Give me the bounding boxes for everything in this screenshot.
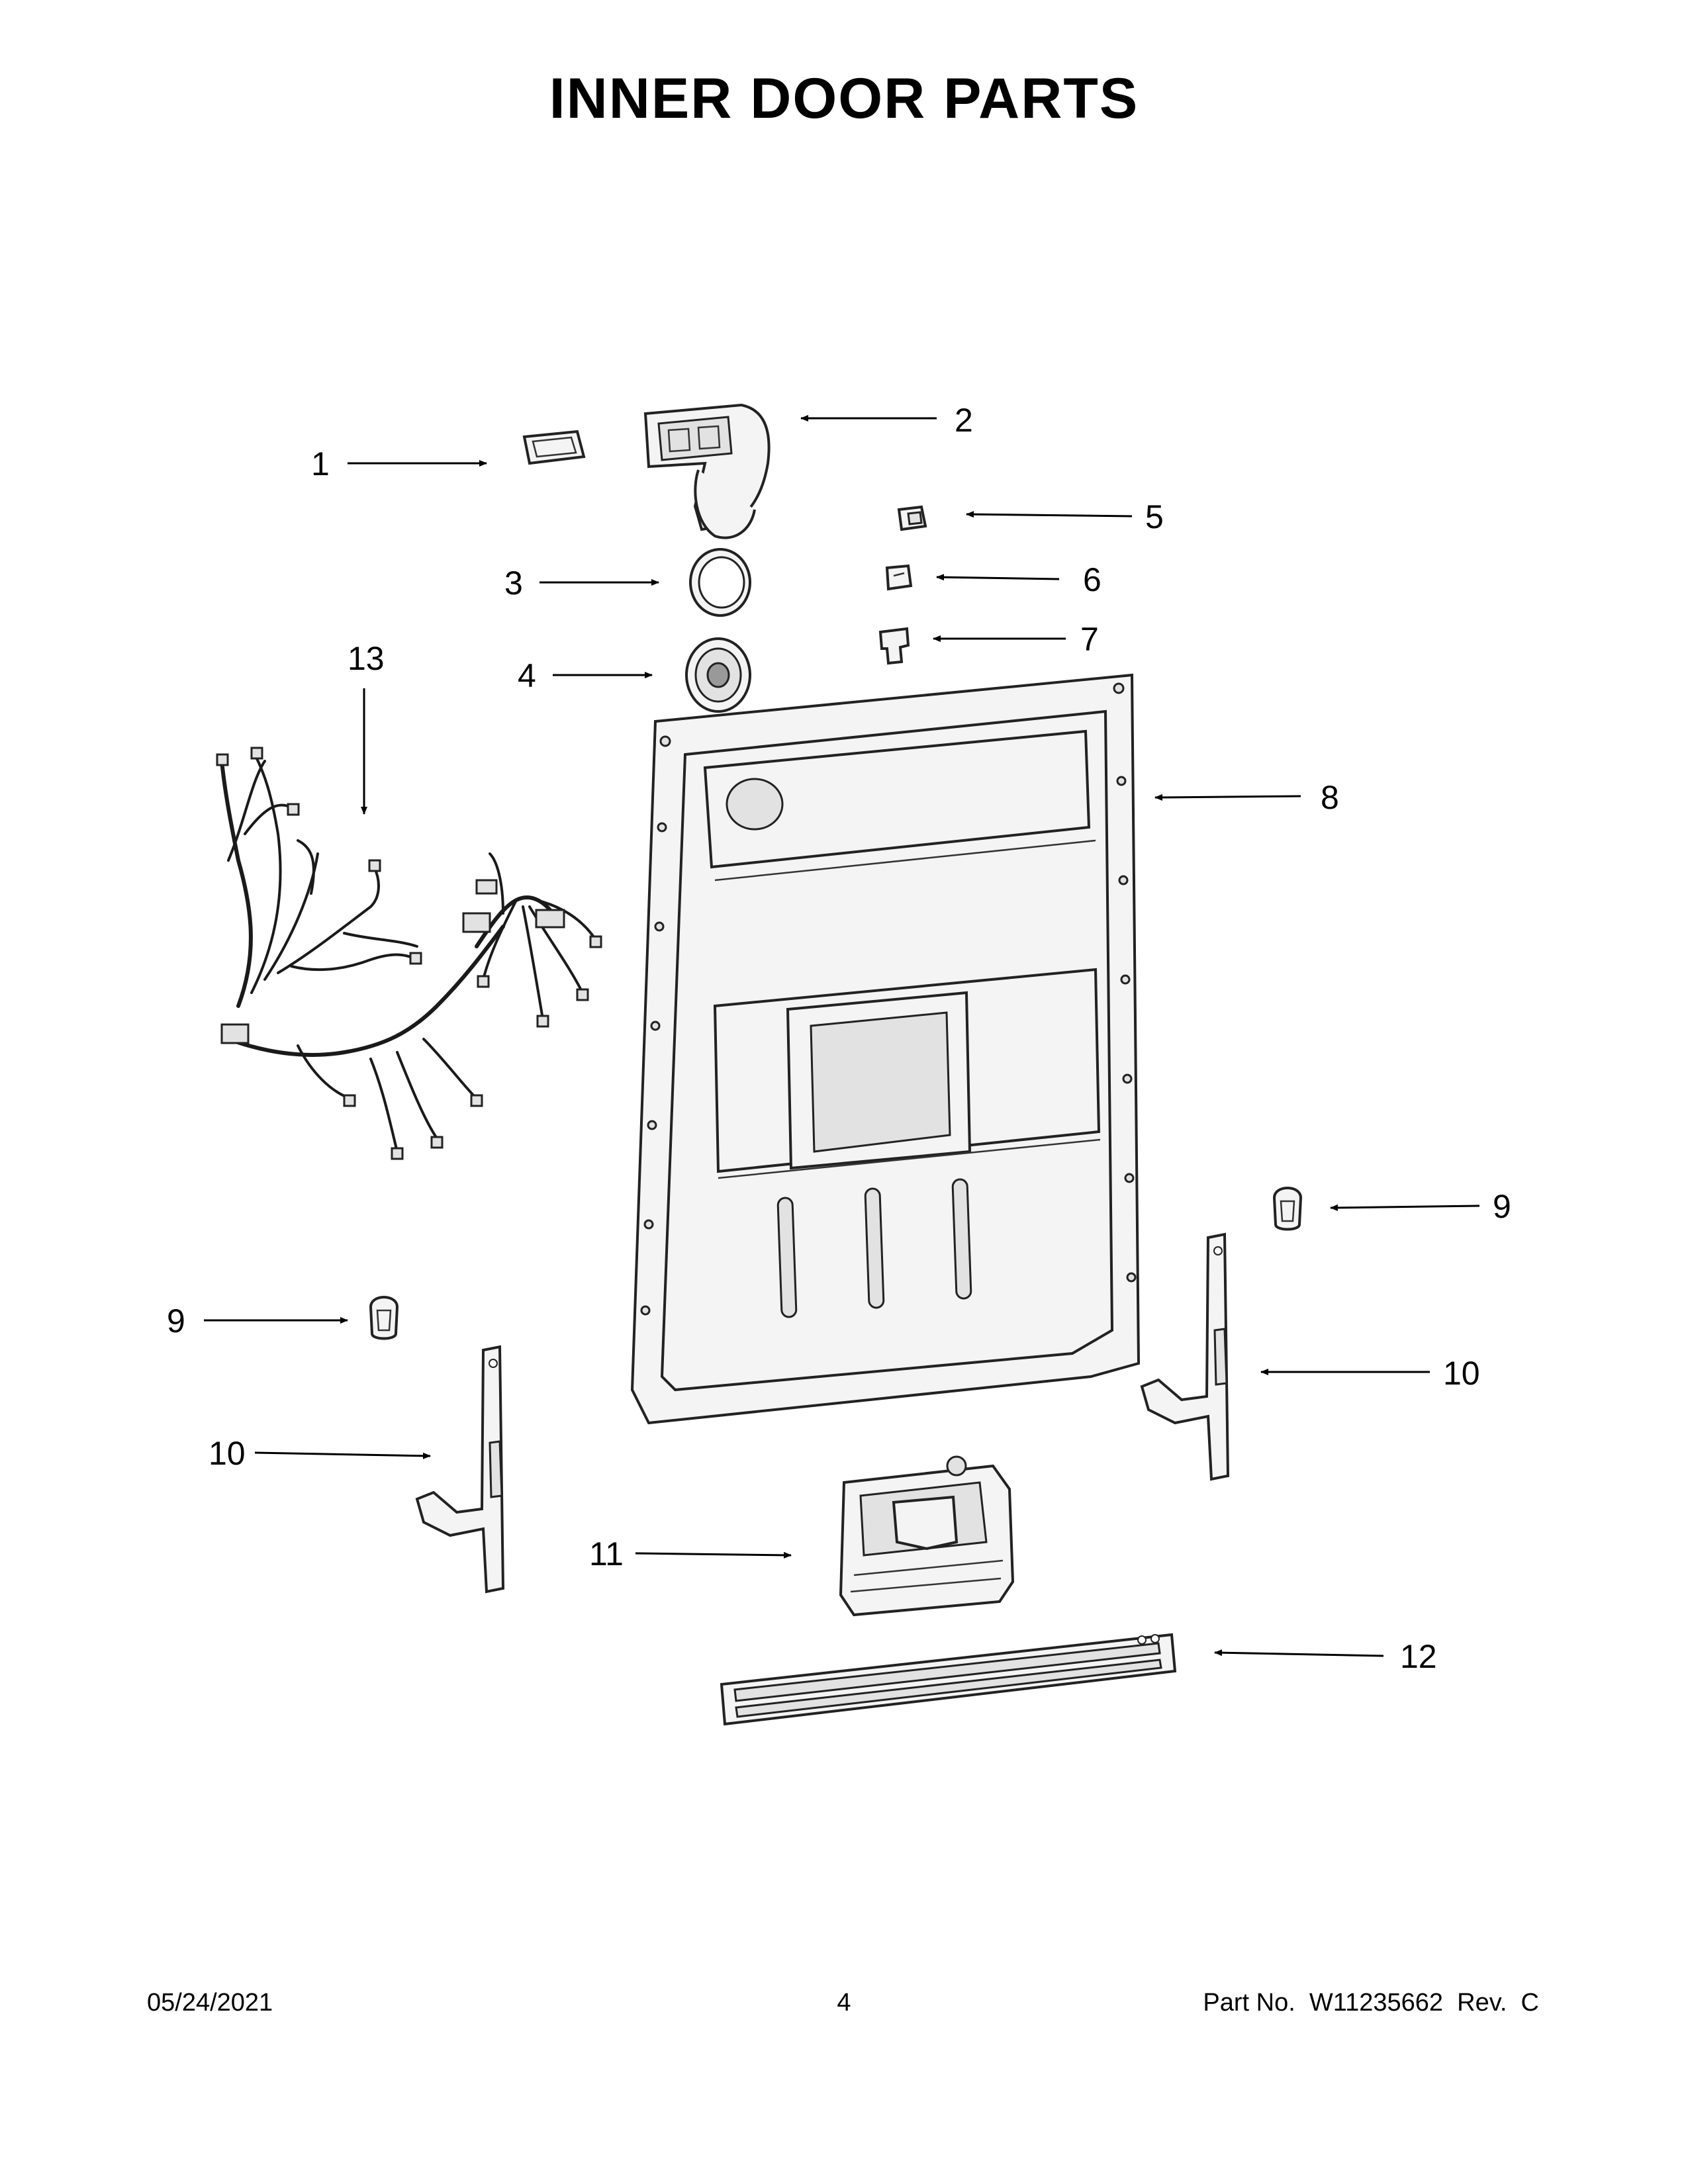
part-5-clip	[897, 505, 927, 531]
leader-10-left	[254, 1451, 431, 1459]
part-10-hinge-right	[1140, 1232, 1230, 1481]
part-11-dispenser	[839, 1455, 1015, 1617]
footer-date: 05/24/2021	[147, 1989, 273, 2017]
part-9-clip-left	[369, 1296, 399, 1340]
part-1-bezel	[522, 430, 586, 465]
callout-9-left: 9	[167, 1302, 185, 1340]
leader-12	[1214, 1649, 1384, 1657]
part-6-plate	[885, 564, 913, 591]
callout-2: 2	[955, 402, 973, 439]
callout-3: 3	[504, 565, 523, 602]
leader-9-right	[1330, 1204, 1480, 1211]
footer-part-number: Part No. W11235662 Rev. C	[1203, 1989, 1539, 2017]
part-9-clip-right	[1272, 1187, 1303, 1231]
callout-10-left: 10	[209, 1435, 246, 1472]
part-3-seal-ring	[689, 548, 751, 617]
callout-7: 7	[1080, 621, 1099, 658]
callout-8: 8	[1321, 779, 1339, 816]
part-4-cap	[685, 637, 751, 713]
leader-6	[936, 574, 1060, 581]
callout-leaders	[204, 415, 1480, 1657]
callout-11: 11	[589, 1535, 624, 1572]
part-8-inner-door	[630, 673, 1141, 1425]
footer-page-number: 4	[837, 1989, 851, 2017]
callout-1: 1	[311, 445, 330, 482]
callout-13: 13	[348, 640, 385, 677]
callout-12: 12	[1400, 1638, 1437, 1675]
part-10-hinge-left	[415, 1345, 505, 1594]
part-7-latch	[878, 627, 910, 665]
part-13-wire-harness	[216, 747, 602, 1160]
callout-9-right: 9	[1493, 1188, 1511, 1225]
part-12-bracket	[720, 1633, 1177, 1726]
leader-8	[1154, 794, 1301, 801]
callout-10-right: 10	[1443, 1355, 1480, 1392]
leader-11	[635, 1551, 792, 1559]
callout-4: 4	[518, 657, 536, 694]
leader-5	[966, 511, 1133, 518]
callout-5: 5	[1145, 498, 1164, 535]
callout-6: 6	[1083, 561, 1102, 598]
callout-numbers: 1 2 3 4 5 6 7 8 9 9 10 10 11 12 13	[167, 402, 1511, 1675]
part-2-housing	[643, 403, 771, 539]
page-title: INNER DOOR PARTS	[549, 67, 1139, 130]
